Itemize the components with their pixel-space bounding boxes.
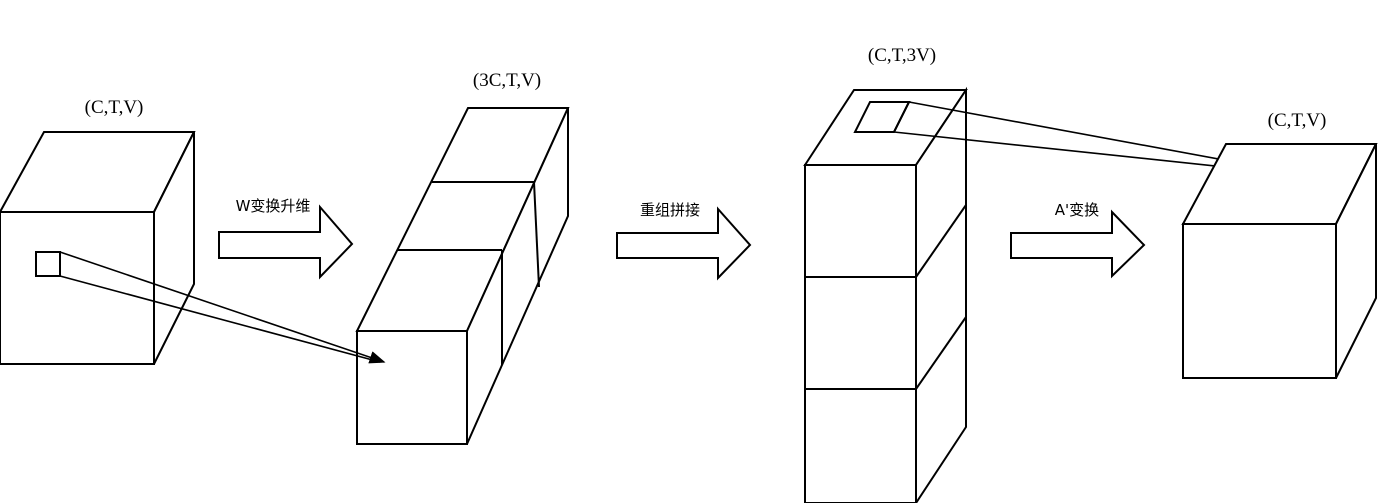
regroup-label: 重组拼接 — [640, 201, 700, 219]
regroup-arrow — [616, 206, 752, 281]
w-transform-label: W变换升维 — [236, 197, 311, 215]
a-transform-arrow — [1010, 209, 1146, 279]
input-to-expanded-connector — [59, 251, 386, 364]
regrouped-patch-divider — [893, 101, 910, 133]
block-arrow — [218, 204, 354, 280]
output-cube — [1181, 143, 1378, 379]
regrouped-to-output-connector — [893, 101, 1280, 174]
expanded-dimension-label: (3C,T,V) — [473, 70, 541, 91]
stack-divider — [915, 204, 967, 278]
a-transform-label: A'变换 — [1055, 201, 1099, 219]
stack-divider — [915, 316, 967, 390]
regrouped-dimension-label: (C,T,3V) — [868, 45, 936, 66]
input-patch — [35, 251, 61, 277]
regrouped-stack-front-face — [804, 164, 917, 503]
output-dimension-label: (C,T,V) — [1268, 110, 1327, 131]
input-cube-front-face — [0, 211, 155, 365]
output-cube-front-face — [1182, 223, 1337, 379]
input-cube — [0, 131, 196, 365]
input-dimension-label: (C,T,V) — [85, 97, 144, 118]
w-transform-arrow — [218, 204, 354, 280]
regrouped-stack — [803, 86, 968, 503]
block-arrow — [1010, 209, 1146, 279]
block-arrow — [616, 206, 752, 281]
regrouped-stack-side-face — [915, 86, 967, 503]
expanded-stack-front-face — [356, 330, 468, 445]
stack-divider — [533, 181, 540, 288]
expanded-stack — [355, 107, 570, 445]
